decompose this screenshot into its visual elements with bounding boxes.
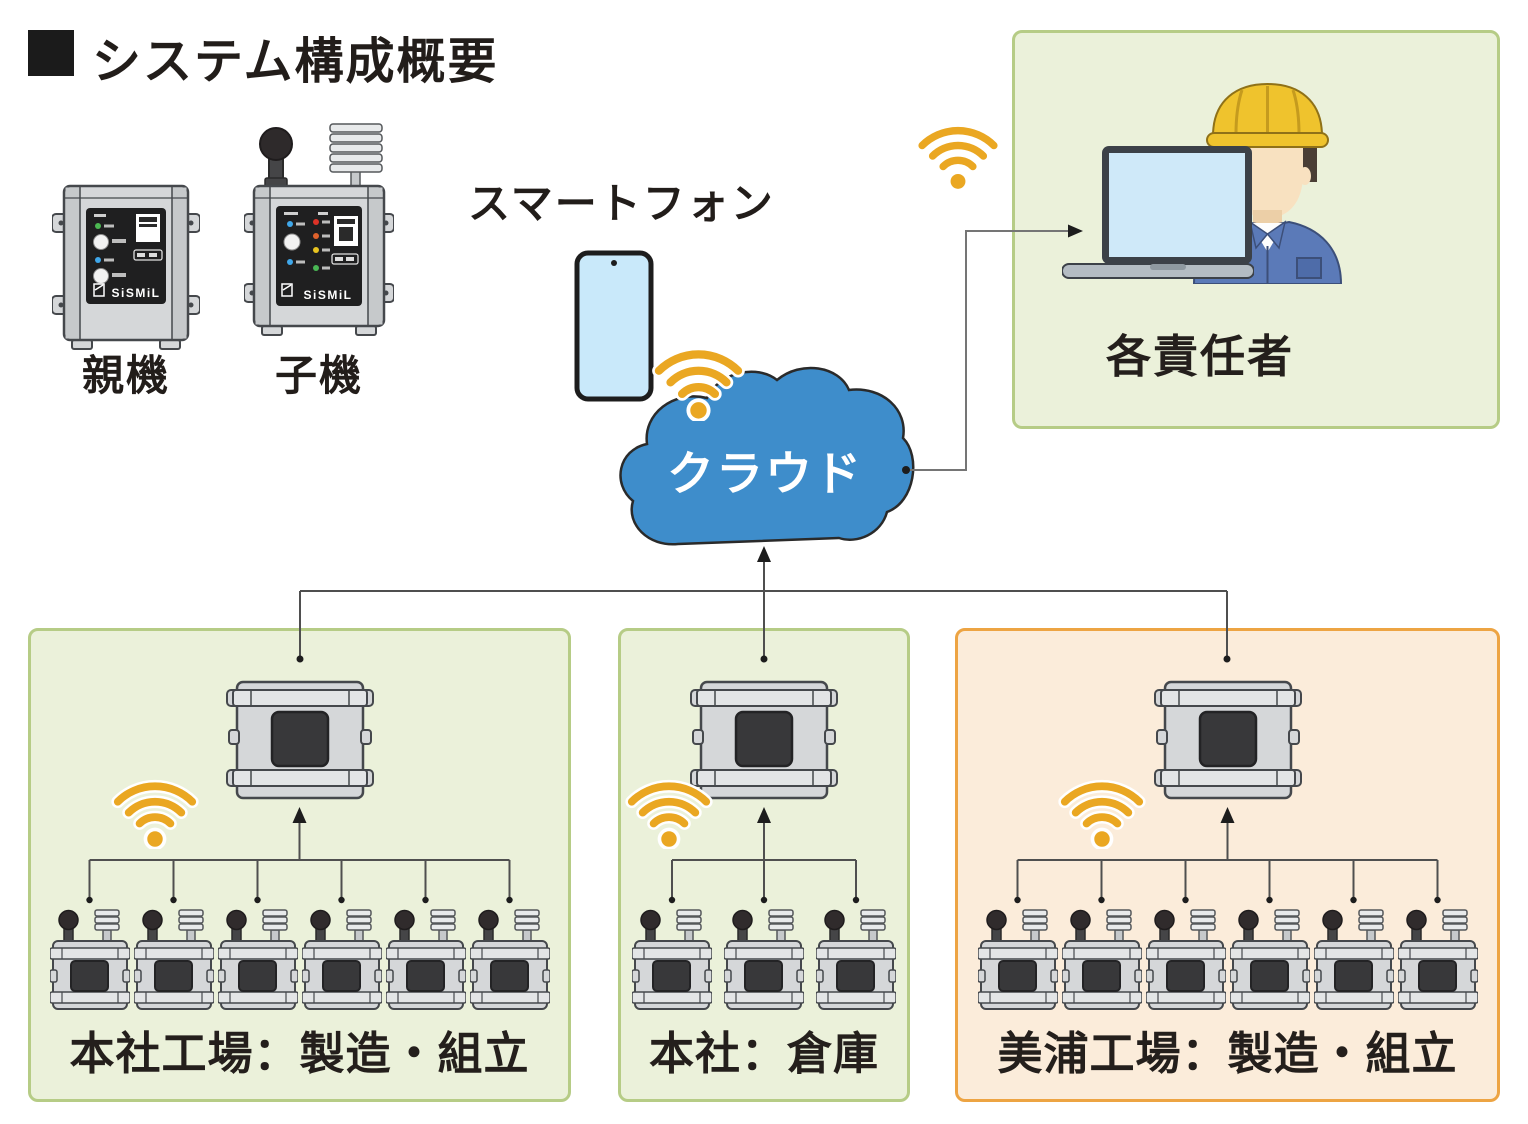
child-device-icon xyxy=(386,908,466,1012)
child-device-icon xyxy=(1230,908,1310,1012)
site-box-miura-kojo: 美浦工場：製造・組立 xyxy=(955,628,1500,1102)
parent-device-icon xyxy=(1153,678,1303,802)
brand-text: SiSMiL xyxy=(111,286,160,300)
wifi-icon xyxy=(1056,769,1148,849)
smartphone-label: スマートフォン xyxy=(468,180,775,227)
child-device-icon: SiSMiL xyxy=(244,123,394,336)
manager-label: 各責任者 xyxy=(1105,331,1294,382)
wifi-icon xyxy=(109,769,201,849)
child-device-icon xyxy=(134,908,214,1012)
site-box-honsha-soko: 本社：倉庫 xyxy=(618,628,910,1102)
site-label: 本社：倉庫 xyxy=(648,1028,879,1079)
site-box-honsha-kojo: 本社工場：製造・組立 xyxy=(28,628,571,1102)
child-device-icon xyxy=(1146,908,1226,1012)
cloud-label: クラウド xyxy=(667,447,863,500)
child-device-icon xyxy=(978,908,1058,1012)
page-title: システム構成概要 xyxy=(92,35,499,89)
child-device-icon xyxy=(1398,908,1478,1012)
child-device-icon xyxy=(470,908,550,1012)
wifi-icon xyxy=(623,769,715,849)
parent-device-icon: SiSMiL xyxy=(52,184,200,350)
child-device-icon xyxy=(50,908,130,1012)
parent-device-icon xyxy=(225,678,375,802)
child-device-icon xyxy=(1314,908,1394,1012)
child-device-icon xyxy=(302,908,382,1012)
manager-box: 各責任者 xyxy=(1012,30,1500,429)
site-label: 美浦工場：製造・組立 xyxy=(997,1028,1458,1079)
child-device-icon xyxy=(816,908,896,1012)
child-device-icon xyxy=(1062,908,1142,1012)
smartphone-icon xyxy=(574,250,654,402)
parent-device-label: 親機 xyxy=(81,352,170,399)
title-marker xyxy=(28,30,74,76)
child-device-icon xyxy=(632,908,712,1012)
wifi-icon xyxy=(650,336,747,421)
site-label: 本社工場：製造・組立 xyxy=(69,1028,530,1079)
child-device-label: 子機 xyxy=(274,352,363,399)
child-device-icon xyxy=(724,908,804,1012)
child-device-icon xyxy=(218,908,298,1012)
brand-text: SiSMiL xyxy=(303,288,352,302)
wifi-icon xyxy=(914,114,1002,191)
laptop-icon xyxy=(1062,146,1254,291)
